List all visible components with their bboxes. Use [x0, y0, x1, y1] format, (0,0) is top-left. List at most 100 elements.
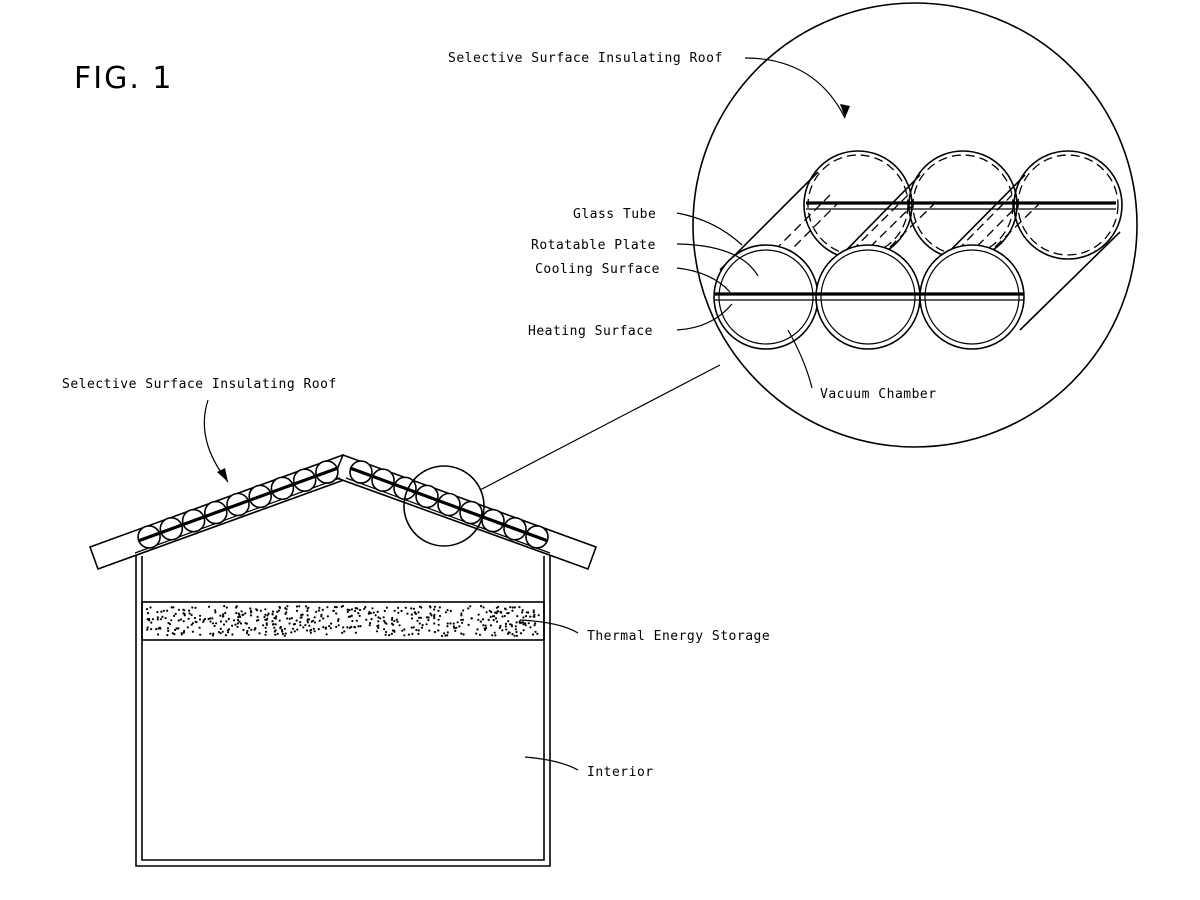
- label-interior: Interior: [587, 765, 654, 780]
- storage-dot: [308, 624, 311, 627]
- leader-heating-surface: [676, 303, 733, 331]
- storage-dot: [492, 619, 495, 622]
- storage-dot: [254, 627, 257, 630]
- storage-dot: [501, 615, 504, 618]
- storage-dot: [235, 606, 238, 609]
- front-tube-inner: [718, 249, 814, 345]
- storage-dot: [276, 610, 279, 614]
- storage-dot: [286, 617, 289, 620]
- storage-dot: [326, 606, 329, 609]
- storage-dot: [324, 627, 327, 630]
- front-tube-outer: [713, 244, 819, 350]
- storage-dot: [527, 622, 530, 625]
- storage-dot: [227, 631, 230, 634]
- storage-dot: [481, 618, 485, 621]
- storage-dot: [511, 633, 514, 636]
- storage-dot: [193, 616, 197, 620]
- storage-dot: [271, 613, 274, 616]
- front-tube-row: [713, 244, 1025, 350]
- storage-dot: [273, 630, 276, 633]
- storage-dot: [364, 605, 367, 609]
- storage-dot: [284, 632, 287, 635]
- storage-dot: [173, 614, 176, 618]
- storage-dot: [507, 620, 510, 623]
- storage-dot: [299, 621, 302, 624]
- storage-dot: [498, 626, 501, 630]
- storage-dot: [469, 605, 472, 608]
- storage-dot: [353, 625, 356, 629]
- storage-dot: [177, 627, 180, 630]
- storage-dot: [156, 618, 159, 621]
- storage-dot: [156, 616, 159, 619]
- storage-dot: [306, 614, 309, 617]
- storage-dot: [446, 625, 449, 628]
- storage-dot: [267, 612, 270, 615]
- storage-dot: [519, 632, 523, 635]
- storage-dot: [238, 620, 241, 623]
- storage-dot: [514, 625, 517, 628]
- storage-dot: [239, 622, 243, 625]
- storage-dot: [496, 610, 499, 613]
- storage-dot: [215, 622, 218, 625]
- storage-dot: [371, 607, 374, 610]
- storage-dot: [151, 618, 154, 621]
- storage-dot: [365, 618, 368, 621]
- thermal-storage-layer: [141, 601, 545, 641]
- storage-dot: [485, 611, 488, 614]
- storage-dot: [295, 609, 299, 613]
- storage-dot: [391, 616, 394, 620]
- storage-dot: [249, 607, 252, 610]
- storage-dot: [317, 609, 320, 612]
- storage-dot: [211, 617, 214, 620]
- storage-dot: [513, 606, 517, 609]
- storage-dot: [170, 606, 173, 609]
- leader-interior: [524, 756, 579, 771]
- storage-dot: [410, 613, 413, 616]
- storage-dot: [536, 632, 539, 635]
- storage-dot: [449, 609, 452, 613]
- storage-dot: [318, 606, 321, 610]
- storage-dot: [499, 624, 502, 628]
- storage-dot: [159, 627, 162, 630]
- detail-view: Selective Surface Insulating Roof Glass …: [448, 2, 1138, 448]
- leader-cooling-surface: [676, 267, 731, 293]
- storage-dot: [250, 628, 253, 631]
- house-wall-outer: [135, 556, 551, 867]
- storage-dot: [182, 631, 185, 634]
- storage-dot: [348, 609, 351, 612]
- storage-dot: [198, 626, 201, 629]
- storage-dot: [330, 622, 333, 625]
- storage-dot: [337, 618, 340, 621]
- storage-dot: [209, 632, 212, 635]
- storage-dot: [337, 619, 340, 623]
- detail-circle: [692, 2, 1138, 448]
- storage-dot: [284, 612, 287, 616]
- storage-dot: [355, 619, 358, 622]
- storage-dot: [248, 626, 251, 629]
- storage-dot: [358, 608, 362, 612]
- storage-dot: [219, 614, 222, 617]
- storage-dot: [222, 623, 226, 626]
- storage-dot: [430, 614, 433, 617]
- storage-dot: [398, 624, 401, 627]
- storage-dot: [414, 612, 418, 616]
- storage-dot: [166, 627, 170, 630]
- storage-dot: [346, 608, 349, 611]
- storage-dot: [420, 626, 424, 629]
- storage-dot: [191, 606, 194, 609]
- storage-dot: [397, 611, 400, 614]
- storage-dot: [188, 612, 191, 615]
- storage-dot: [506, 632, 510, 636]
- storage-dot: [148, 619, 151, 622]
- storage-dot: [375, 630, 379, 633]
- storage-dot: [146, 628, 149, 631]
- storage-dot: [462, 633, 465, 636]
- storage-dot: [212, 632, 215, 635]
- storage-dot: [479, 605, 483, 608]
- storage-dot: [317, 628, 320, 631]
- storage-dot: [427, 619, 430, 622]
- storage-dot: [533, 613, 536, 617]
- storage-dot: [199, 633, 202, 636]
- storage-dot: [379, 617, 382, 620]
- storage-dot: [521, 621, 525, 624]
